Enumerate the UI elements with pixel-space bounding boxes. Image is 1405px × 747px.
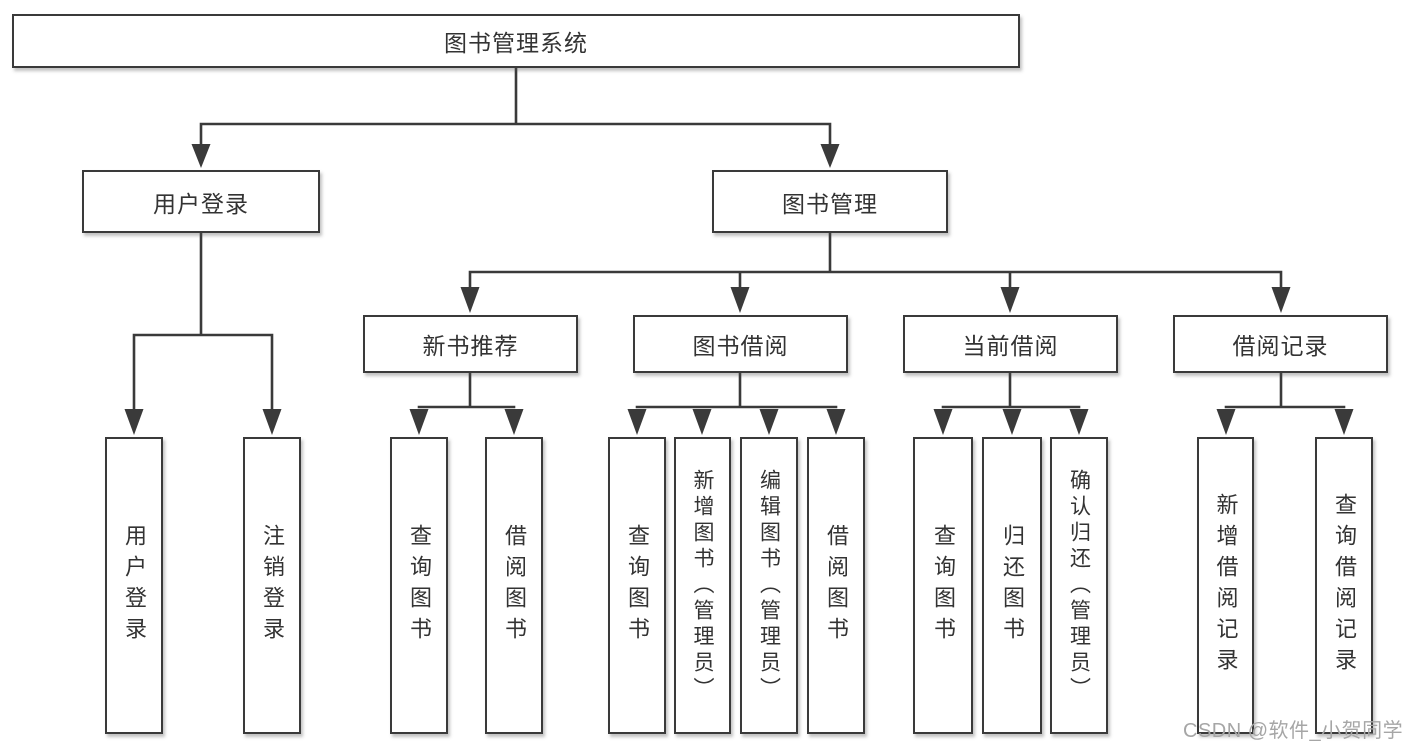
node-label: 用户登录: [122, 523, 147, 648]
node-label: 借阅记录: [1232, 333, 1329, 359]
arrowhead: [191, 144, 211, 168]
arrowhead: [460, 287, 480, 313]
leaf-query-books-borrowing: 查询图书: [608, 437, 666, 734]
edge-current-borrow-children: [941, 373, 1081, 409]
arrowhead: [1216, 409, 1236, 435]
node-label: 借阅图书: [824, 523, 849, 648]
arrowhead: [504, 409, 524, 435]
arrowhead: [409, 409, 429, 435]
node-label: 查询图书: [625, 523, 650, 648]
arrowhead: [820, 144, 840, 168]
node-borrow-records: 借阅记录: [1173, 315, 1388, 373]
arrowhead: [1334, 409, 1354, 435]
node-label: 新书推荐: [422, 333, 519, 359]
arrowhead: [692, 409, 712, 435]
leaf-user-login: 用户登录: [105, 437, 163, 734]
leaf-add-books-admin: 新增图书（管理员）: [674, 437, 731, 734]
edge-root-to-level2: [199, 67, 832, 146]
arrowhead: [1271, 287, 1291, 313]
node-library-management-system: 图书管理系统: [12, 14, 1020, 68]
arrowhead: [627, 409, 647, 435]
leaf-query-books-current: 查询图书: [913, 437, 973, 734]
node-label: 查询图书: [407, 523, 432, 648]
node-label: 图书管理: [782, 190, 878, 217]
node-current-borrowing: 当前借阅: [903, 315, 1118, 373]
node-label: 编辑图书（管理员）: [757, 468, 781, 703]
arrowhead: [730, 287, 750, 313]
arrowhead: [933, 409, 953, 435]
node-label: 新增图书（管理员）: [691, 468, 714, 703]
leaf-borrow-books-recommend: 借阅图书: [485, 437, 543, 734]
arrowhead: [1069, 409, 1089, 435]
node-book-management: 图书管理: [712, 170, 948, 233]
leaf-query-borrow-record: 查询借阅记录: [1315, 437, 1373, 734]
arrowhead: [759, 409, 779, 435]
edge-new-book-children: [417, 373, 516, 409]
node-label: 注销登录: [260, 523, 285, 648]
leaf-edit-books-admin: 编辑图书（管理员）: [740, 437, 798, 734]
node-book-borrowing: 图书借阅: [633, 315, 848, 373]
arrowhead: [826, 409, 846, 435]
edge-borrow-record-children: [1224, 373, 1346, 409]
node-label: 查询借阅记录: [1332, 492, 1357, 679]
leaf-logout: 注销登录: [243, 437, 301, 734]
node-label: 图书管理系统: [444, 30, 588, 56]
edge-book-borrow-children: [635, 373, 838, 409]
edge-book-management-children: [468, 233, 1283, 289]
node-label: 借阅图书: [502, 523, 527, 648]
edge-user-login-children: [132, 233, 274, 412]
leaf-return-books: 归还图书: [982, 437, 1042, 734]
arrowhead: [262, 409, 282, 435]
node-label: 图书借阅: [692, 333, 789, 359]
arrowhead: [1002, 409, 1022, 435]
arrowhead: [124, 409, 144, 435]
arrowhead: [1000, 287, 1020, 313]
node-label: 归还图书: [1000, 523, 1025, 648]
leaf-confirm-return-admin: 确认归还（管理员）: [1050, 437, 1108, 734]
node-label: 当前借阅: [962, 333, 1059, 359]
node-new-book-recommend: 新书推荐: [363, 315, 578, 373]
node-label: 新增借阅记录: [1213, 492, 1239, 679]
node-label: 用户登录: [153, 190, 249, 217]
csdn-watermark: CSDN @软件_小贺同学: [1183, 720, 1404, 742]
leaf-add-borrow-record: 新增借阅记录: [1197, 437, 1254, 734]
node-label: 确认归还（管理员）: [1067, 468, 1091, 703]
leaf-borrow-books-borrowing: 借阅图书: [807, 437, 865, 734]
node-user-login: 用户登录: [82, 170, 320, 233]
leaf-query-books-recommend: 查询图书: [390, 437, 448, 734]
node-label: 查询图书: [931, 523, 956, 648]
